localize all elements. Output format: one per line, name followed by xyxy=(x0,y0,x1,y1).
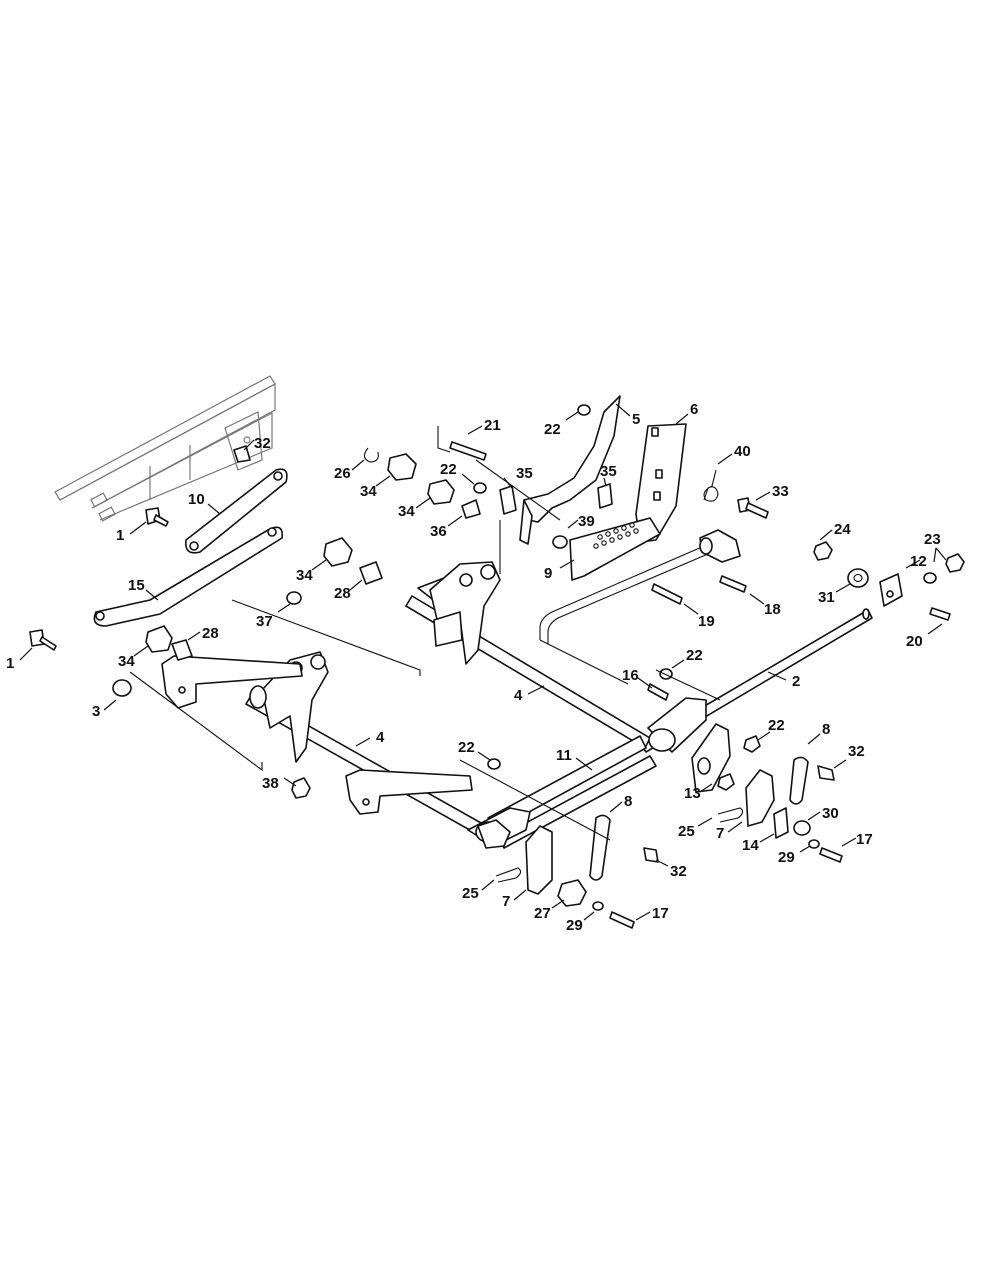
callout-35-left: 35 xyxy=(516,465,533,482)
callout-35-right: 35 xyxy=(600,463,617,480)
callout-37: 37 xyxy=(256,613,273,630)
callout-8-left: 8 xyxy=(624,793,632,810)
callout-1-lower: 1 xyxy=(6,655,14,672)
callout-22-mid: 22 xyxy=(440,461,457,478)
link-bar-10 xyxy=(184,468,288,554)
callout-2: 2 xyxy=(792,673,800,690)
callout-17-right: 17 xyxy=(856,831,873,848)
callout-33: 33 xyxy=(772,483,789,500)
callout-4-upper: 4 xyxy=(514,687,523,704)
callout-32-top: 32 xyxy=(254,435,271,452)
callout-8-right: 8 xyxy=(822,721,830,738)
callout-1-upper: 1 xyxy=(116,527,124,544)
callout-29-left: 29 xyxy=(566,917,583,934)
spring-40 xyxy=(703,469,719,502)
callout-34-d: 34 xyxy=(118,653,135,670)
callout-9: 9 xyxy=(544,565,552,582)
callout-7-left: 7 xyxy=(502,893,510,910)
callout-24: 24 xyxy=(834,521,851,538)
callout-28-lower: 28 xyxy=(202,625,219,642)
index-plate-9 xyxy=(569,517,661,581)
callout-12: 12 xyxy=(910,553,927,570)
shaft-collar xyxy=(699,529,741,563)
lift-link-upper xyxy=(161,655,303,709)
callout-26: 26 xyxy=(334,465,351,482)
pivot-bracket-lower xyxy=(249,651,329,763)
callout-36: 36 xyxy=(430,523,447,540)
callout-30: 30 xyxy=(822,805,839,822)
callout-25-right: 25 xyxy=(678,823,695,840)
callout-17-left: 17 xyxy=(652,905,669,922)
callout-39: 39 xyxy=(578,513,595,530)
callout-28-upper: 28 xyxy=(334,585,351,602)
callout-40: 40 xyxy=(734,443,751,460)
callout-27: 27 xyxy=(534,905,551,922)
callout-22-top: 22 xyxy=(544,421,561,438)
callout-38: 38 xyxy=(262,775,279,792)
callout-32-right: 32 xyxy=(848,743,865,760)
callout-15: 15 xyxy=(128,577,145,594)
callout-25-left: 25 xyxy=(462,885,479,902)
frame-rail xyxy=(54,375,276,522)
callout-22-right: 22 xyxy=(686,647,703,664)
callout-31: 31 xyxy=(818,589,835,606)
callout-6: 6 xyxy=(690,401,698,418)
plate-6 xyxy=(635,423,687,543)
lift-link-lower xyxy=(345,769,473,815)
link-bar-15 xyxy=(93,526,284,627)
callout-22-lower: 22 xyxy=(458,739,475,756)
callout-10: 10 xyxy=(188,491,205,508)
callout-22-farright: 22 xyxy=(768,717,785,734)
callout-4-lower: 4 xyxy=(376,729,385,746)
alignment-lines xyxy=(129,459,721,841)
callout-34-a: 34 xyxy=(360,483,377,500)
callout-23: 23 xyxy=(924,531,941,548)
callout-14: 14 xyxy=(742,837,759,854)
callout-19: 19 xyxy=(698,613,715,630)
callout-34-c: 34 xyxy=(296,567,313,584)
bracket-12 xyxy=(879,573,903,607)
callout-20: 20 xyxy=(906,633,923,650)
callout-11: 11 xyxy=(556,747,572,764)
arm-plate-rear xyxy=(647,697,707,753)
callout-18: 18 xyxy=(764,601,781,618)
callout-13: 13 xyxy=(684,785,701,802)
pivot-bracket-upper xyxy=(429,561,501,665)
callout-5: 5 xyxy=(632,411,640,428)
callout-34-b: 34 xyxy=(398,503,415,520)
callout-32-lower: 32 xyxy=(670,863,687,880)
lift-rod xyxy=(539,539,723,685)
hardware xyxy=(29,404,965,929)
callout-21: 21 xyxy=(484,417,501,434)
callout-7-right: 7 xyxy=(716,825,724,842)
pedal-bracket-5 xyxy=(519,395,621,545)
callout-16: 16 xyxy=(622,667,639,684)
callout-3: 3 xyxy=(92,703,100,720)
callouts: 1 1 2 3 4 4 5 6 7 7 8 8 9 xyxy=(6,401,947,934)
callout-29-right: 29 xyxy=(778,849,795,866)
